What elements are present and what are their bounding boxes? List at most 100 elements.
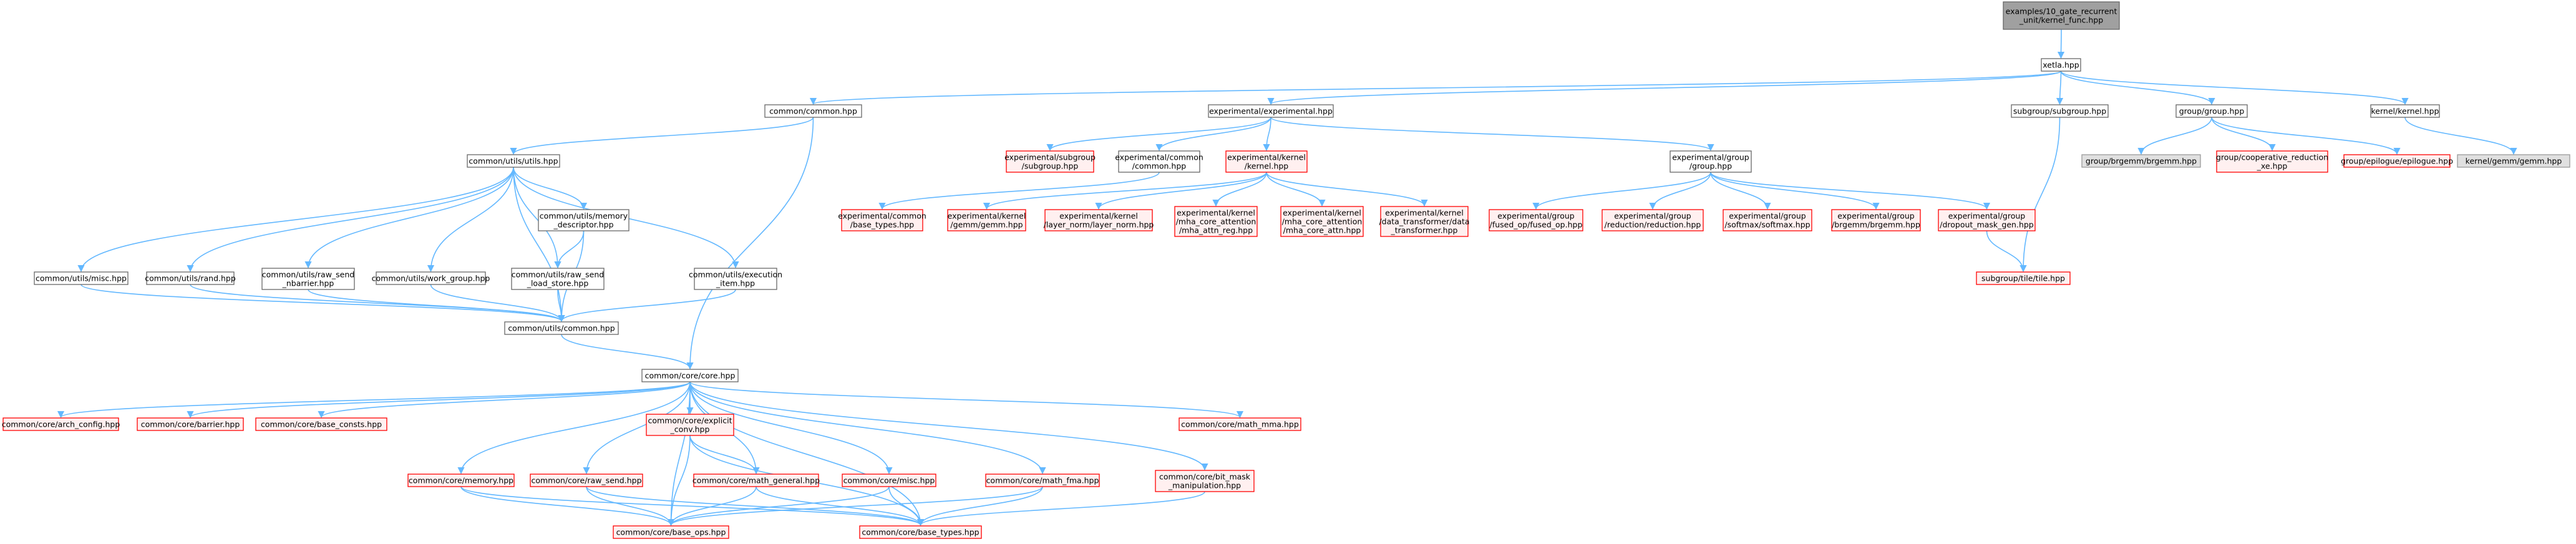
node-box[interactable] (504, 321, 619, 335)
node-exp-group-dropout[interactable]: experimental/group/dropout_mask_gen.hpp (1938, 209, 2036, 231)
node-box[interactable] (947, 209, 1026, 231)
node-exp-group-softmax[interactable]: experimental/group/softmax/softmax.hpp (1723, 209, 1812, 231)
node-core-bitmask[interactable]: common/core/bit_mask_manipulation.hpp (1155, 470, 1255, 492)
node-box[interactable] (1006, 150, 1094, 173)
node-core-explicit[interactable]: common/core/explicit_conv.hpp (646, 414, 734, 436)
node-box[interactable] (407, 474, 515, 487)
node-box[interactable] (1938, 209, 2036, 231)
node-core-barrier[interactable]: common/core/barrier.hpp (137, 417, 244, 431)
node-box[interactable] (1280, 206, 1364, 237)
node-box[interactable] (1225, 150, 1308, 173)
node-box[interactable] (2041, 58, 2081, 72)
node-box[interactable] (2216, 150, 2328, 173)
node-box[interactable] (1489, 209, 1583, 231)
node-core-base-types[interactable]: common/core/base_types.hpp (859, 525, 982, 539)
node-exp-kernel-gemm[interactable]: experimental/kernel/gemm/gemm.hpp (947, 209, 1026, 231)
node-box[interactable] (538, 209, 629, 231)
node-box[interactable] (2081, 154, 2201, 168)
node-xetla[interactable]: xetla.hpp (2041, 58, 2081, 72)
node-box[interactable] (859, 525, 982, 539)
node-exp-group[interactable]: experimental/group/group.hpp (1670, 150, 1752, 173)
node-box[interactable] (693, 474, 819, 487)
node-box[interactable] (146, 271, 235, 285)
node-core-base-consts[interactable]: common/core/base_consts.hpp (255, 417, 387, 431)
node-utils-rawsend-ls[interactable]: common/utils/raw_send_load_store.hpp (511, 268, 605, 290)
node-utils-exec[interactable]: common/utils/execution_item.hpp (689, 268, 782, 290)
node-box[interactable] (2343, 154, 2451, 168)
node-box[interactable] (1601, 209, 1704, 231)
node-box[interactable] (841, 209, 923, 231)
node-utils-memdesc[interactable]: common/utils/memory_descriptor.hpp (538, 209, 629, 231)
node-utils-utils[interactable]: common/utils/utils.hpp (467, 154, 560, 168)
node-box[interactable] (2003, 1, 2120, 30)
node-box[interactable] (1118, 150, 1200, 173)
node-box[interactable] (694, 268, 777, 290)
node-box[interactable] (641, 369, 739, 382)
node-exp-exp[interactable]: experimental/experimental.hpp (1208, 104, 1334, 118)
node-core-misc[interactable]: common/core/misc.hpp (842, 474, 936, 487)
node-box[interactable] (1380, 206, 1469, 237)
node-box[interactable] (842, 474, 936, 487)
node-box[interactable] (511, 268, 605, 290)
node-box[interactable] (613, 525, 729, 539)
node-box[interactable] (2370, 104, 2440, 118)
node-core-mma[interactable]: common/core/math_mma.hpp (1179, 417, 1301, 431)
node-box[interactable] (467, 154, 560, 168)
node-utils-common[interactable]: common/utils/common.hpp (504, 321, 619, 335)
node-box[interactable] (1174, 206, 1258, 237)
node-box[interactable] (255, 417, 387, 431)
node-core-math-general[interactable]: common/core/math_general.hpp (693, 474, 820, 487)
node-box[interactable] (261, 268, 355, 290)
node-box[interactable] (530, 474, 643, 487)
node-common-common[interactable]: common/common.hpp (764, 104, 862, 118)
node-group-epilogue[interactable]: group/epilogue/epilogue.hpp (2341, 154, 2453, 168)
node-box[interactable] (137, 417, 244, 431)
node-subgroup-subgroup[interactable]: subgroup/subgroup.hpp (2011, 104, 2109, 118)
node-exp-kernel-mha-reg[interactable]: experimental/kernel/mha_core_attention/m… (1174, 206, 1258, 237)
node-exp-common-base[interactable]: experimental/common/base_types.hpp (838, 209, 926, 231)
node-box[interactable] (1179, 417, 1301, 431)
node-exp-common[interactable]: experimental/common/common.hpp (1115, 150, 1203, 173)
node-exp-subgroup[interactable]: experimental/subgroup/subgroup.hpp (1004, 150, 1096, 173)
node-core-fma[interactable]: common/core/math_fma.hpp (985, 474, 1100, 487)
node-exp-group-fused[interactable]: experimental/group/fused_op/fused_op.hpp (1489, 209, 1583, 231)
node-box[interactable] (2011, 104, 2109, 118)
node-kernel-gemm[interactable]: kernel/gemm/gemm.hpp (2457, 154, 2570, 168)
node-group-coop[interactable]: group/cooperative_reduction_xe.hpp (2216, 150, 2328, 173)
node-box[interactable] (34, 271, 129, 285)
node-group-group[interactable]: group/group.hpp (2175, 104, 2248, 118)
node-box[interactable] (646, 414, 734, 436)
node-box[interactable] (1831, 209, 1921, 231)
node-box[interactable] (1723, 209, 1812, 231)
node-exp-kernel-mha-core[interactable]: experimental/kernel/mha_core_attention/m… (1280, 206, 1364, 237)
node-core-core[interactable]: common/core/core.hpp (641, 369, 739, 382)
node-core-arch[interactable]: common/core/arch_config.hpp (2, 417, 120, 431)
node-box[interactable] (1670, 150, 1752, 173)
node-box[interactable] (764, 104, 862, 118)
node-box[interactable] (1155, 470, 1255, 492)
node-exp-kernel[interactable]: experimental/kernel/kernel.hpp (1225, 150, 1308, 173)
node-exp-group-brgemm[interactable]: experimental/group/brgemm/brgemm.hpp (1831, 209, 1921, 231)
node-box[interactable] (1044, 209, 1153, 231)
node-core-base-ops[interactable]: common/core/base_ops.hpp (613, 525, 729, 539)
node-utils-rand[interactable]: common/utils/rand.hpp (145, 271, 236, 285)
node-box[interactable] (985, 474, 1100, 487)
node-exp-kernel-ln[interactable]: experimental/kernel/layer_norm/layer_nor… (1044, 209, 1154, 231)
node-root[interactable]: examples/10_gate_recurrent_unit/kernel_f… (2003, 1, 2120, 30)
node-utils-misc[interactable]: common/utils/misc.hpp (34, 271, 129, 285)
node-box[interactable] (1208, 104, 1334, 118)
node-exp-group-red[interactable]: experimental/group/reduction/reduction.h… (1601, 209, 1704, 231)
node-box[interactable] (2175, 104, 2248, 118)
node-exp-kernel-dt[interactable]: experimental/kernel/data_transformer/dat… (1379, 206, 1470, 237)
node-kernel-kernel[interactable]: kernel/kernel.hpp (2370, 104, 2440, 118)
node-utils-rawsend-nb[interactable]: common/utils/raw_send_nbarrier.hpp (261, 268, 355, 290)
node-box[interactable] (2, 417, 119, 431)
node-box[interactable] (376, 271, 486, 285)
node-subgroup-tile[interactable]: subgroup/tile/tile.hpp (1976, 271, 2071, 285)
node-box[interactable] (1976, 271, 2071, 285)
node-core-memory[interactable]: common/core/memory.hpp (407, 474, 515, 487)
node-core-rawsend[interactable]: common/core/raw_send.hpp (530, 474, 643, 487)
node-utils-workgroup[interactable]: common/utils/work_group.hpp (372, 271, 490, 285)
node-group-brgemm[interactable]: group/brgemm/brgemm.hpp (2081, 154, 2201, 168)
node-box[interactable] (2457, 154, 2570, 168)
